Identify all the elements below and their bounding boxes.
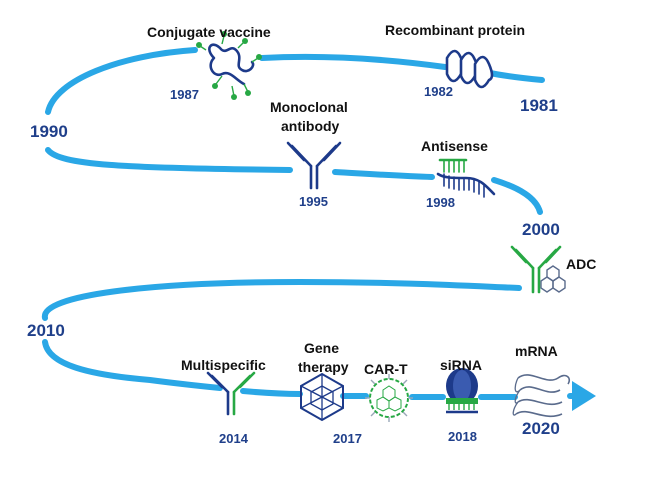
monoclonal-antibody-icon [286, 141, 342, 190]
label-sirna: siRNA [440, 357, 482, 373]
label-mrna: mRNA [515, 343, 558, 359]
adc-icon [510, 245, 566, 294]
label-adc: ADC [566, 256, 596, 272]
label-multispecific: Multispecific [181, 357, 266, 373]
car-t-cell-icon [365, 374, 413, 422]
label-conjugate-vaccine: Conjugate vaccine [147, 24, 271, 40]
year-1982: 1982 [424, 84, 453, 99]
year-1995: 1995 [299, 194, 328, 209]
year-1990: 1990 [30, 122, 68, 141]
conjugate-vaccine-icon [196, 31, 262, 100]
year-1987: 1987 [170, 87, 199, 102]
year-1981: 1981 [520, 96, 558, 115]
label-gene-therapy-line1: Gene [304, 340, 339, 356]
year-2020: 2020 [522, 419, 560, 438]
label-gene-therapy-line2: therapy [298, 359, 349, 375]
recombinant-protein-icon [445, 49, 494, 89]
timeline-arrowhead [572, 381, 596, 411]
year-1998: 1998 [426, 195, 455, 210]
label-antisense: Antisense [421, 138, 488, 154]
virus-capsid-icon [300, 372, 344, 422]
mrna-icon [512, 374, 571, 418]
label-recombinant-protein: Recombinant protein [385, 22, 525, 38]
year-2018: 2018 [448, 429, 477, 444]
label-monoclonal-antibody-line1: Monoclonal [270, 99, 348, 115]
label-car-t: CAR-T [364, 361, 408, 377]
multispecific-antibody-icon [206, 371, 256, 416]
year-2010: 2010 [27, 321, 65, 340]
year-2014: 2014 [219, 431, 249, 446]
year-2017: 2017 [333, 431, 362, 446]
sirna-icon [446, 368, 478, 414]
year-2000: 2000 [522, 220, 560, 239]
label-monoclonal-antibody-line2: antibody [281, 118, 340, 134]
antisense-icon [436, 158, 496, 198]
